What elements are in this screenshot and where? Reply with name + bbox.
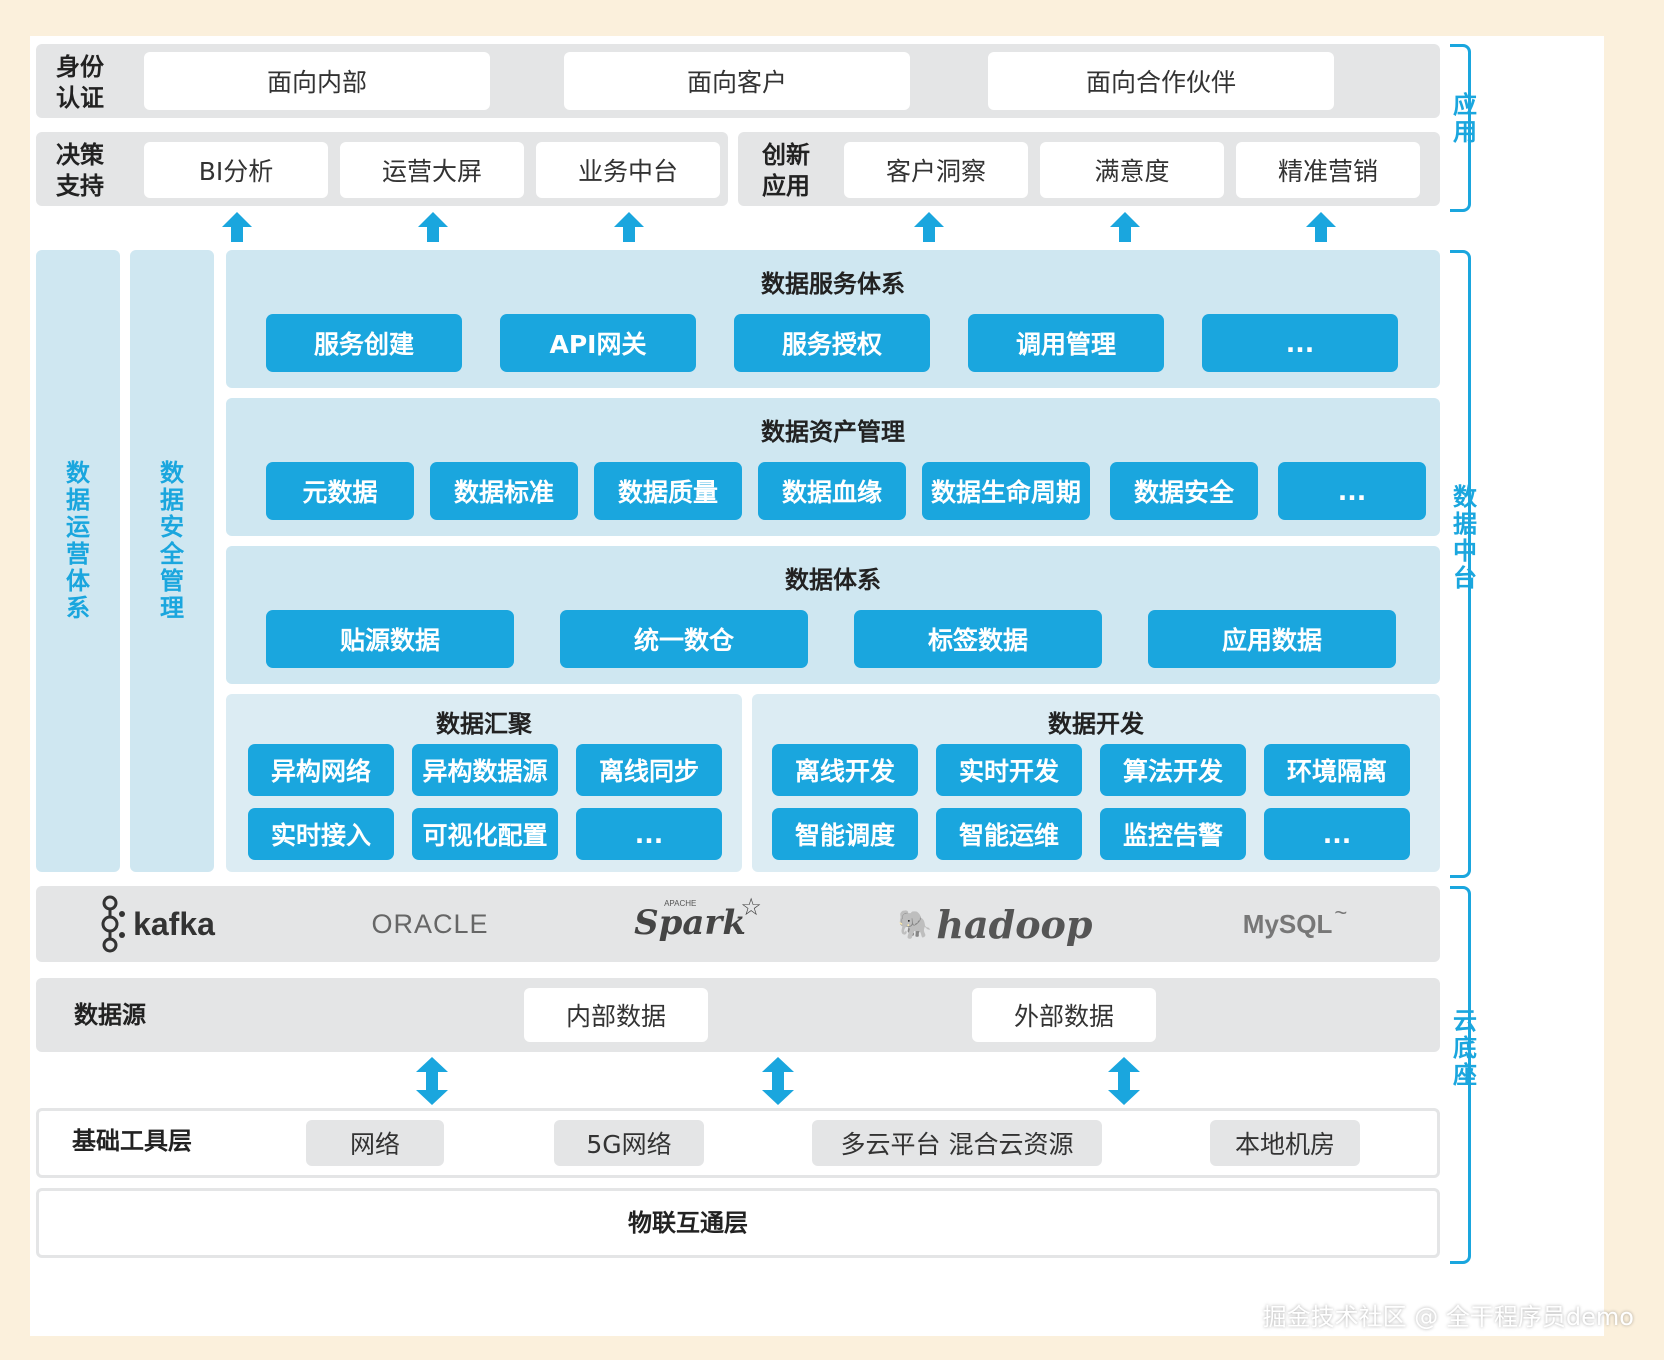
service-more: ... <box>1202 314 1398 372</box>
dev-more: ... <box>1264 808 1410 860</box>
identity-customer: 面向客户 <box>564 52 910 110</box>
decision-bi: BI分析 <box>144 142 328 198</box>
asset-lineage: 数据血缘 <box>758 462 906 520</box>
service-api-gateway: API网关 <box>500 314 696 372</box>
datasource-band <box>36 978 1440 1052</box>
side-label-cloud: 云底座 <box>1453 1007 1477 1089</box>
datasource-external: 外部数据 <box>972 988 1156 1042</box>
up-arrow-icon <box>1306 212 1336 242</box>
iot-label: 物联互通层 <box>628 1209 748 1237</box>
identity-label: 身份 认证 <box>56 53 104 112</box>
dev-realtime: 实时开发 <box>936 744 1082 796</box>
infra-local-room: 本地机房 <box>1210 1120 1360 1166</box>
innovation-label: 创新 应用 <box>762 141 810 200</box>
asset-security: 数据安全 <box>1110 462 1258 520</box>
agg-heterogeneous-network: 异构网络 <box>248 744 394 796</box>
agg-more: ... <box>576 808 722 860</box>
data-security-column <box>130 250 214 872</box>
agg-visual-config: 可视化配置 <box>412 808 558 860</box>
service-create: 服务创建 <box>266 314 462 372</box>
infra-network: 网络 <box>306 1120 444 1166</box>
data-security-label: 数据安全管理 <box>160 459 184 622</box>
decision-biz-platform: 业务中台 <box>536 142 720 198</box>
spark-logo: APACHE Spark ☆ <box>630 888 762 958</box>
system-tag-data: 标签数据 <box>854 610 1102 668</box>
oracle-logo: ORACLE <box>371 908 489 939</box>
service-call-mgmt: 调用管理 <box>968 314 1164 372</box>
watermark: 掘金技术社区 @ 全干程序员demo <box>1262 1303 1634 1331</box>
mysql-text: MySQL <box>1242 908 1333 939</box>
up-arrow-icon <box>614 212 644 242</box>
identity-internal: 面向内部 <box>144 52 490 110</box>
side-label-app: 应用 <box>1453 91 1477 146</box>
bidirectional-arrow-icon <box>762 1057 794 1105</box>
bidirectional-arrow-icon <box>416 1057 448 1105</box>
infra-5g: 5G网络 <box>554 1120 704 1166</box>
kafka-logo: kafka <box>80 892 230 956</box>
agg-realtime-ingest: 实时接入 <box>248 808 394 860</box>
spark-star-icon: ☆ <box>740 894 762 921</box>
datasource-label: 数据源 <box>74 1001 146 1029</box>
system-app-data: 应用数据 <box>1148 610 1396 668</box>
infra-multicloud: 多云平台 混合云资源 <box>812 1120 1102 1166</box>
spark-small-text: APACHE <box>664 899 697 908</box>
infra-band <box>36 1108 1440 1178</box>
aggregation-title: 数据汇聚 <box>436 710 532 738</box>
system-source-data: 贴源数据 <box>266 610 514 668</box>
side-label-data-platform: 数据中台 <box>1453 483 1477 592</box>
bracket-cloud <box>1450 886 1471 1264</box>
service-auth: 服务授权 <box>734 314 930 372</box>
innovation-marketing: 精准营销 <box>1236 142 1420 198</box>
up-arrow-icon <box>914 212 944 242</box>
asset-more: ... <box>1278 462 1426 520</box>
tech-logo-band <box>36 886 1440 962</box>
system-title: 数据体系 <box>785 566 881 594</box>
data-ops-column <box>36 250 120 872</box>
hadoop-elephant-icon: 🐘 <box>897 908 933 940</box>
identity-partner: 面向合作伙伴 <box>988 52 1334 110</box>
hadoop-text: hadoop <box>936 901 1093 947</box>
asset-title: 数据资产管理 <box>761 418 905 446</box>
infra-label: 基础工具层 <box>72 1127 192 1155</box>
bracket-data-platform <box>1450 250 1471 878</box>
dev-smart-schedule: 智能调度 <box>772 808 918 860</box>
kafka-icon <box>101 895 126 953</box>
asset-metadata: 元数据 <box>266 462 414 520</box>
agg-heterogeneous-source: 异构数据源 <box>412 744 558 796</box>
kafka-text: kafka <box>133 905 215 942</box>
up-arrow-icon <box>222 212 252 242</box>
agg-offline-sync: 离线同步 <box>576 744 722 796</box>
asset-lifecycle: 数据生命周期 <box>922 462 1090 520</box>
asset-standard: 数据标准 <box>430 462 578 520</box>
dolphin-icon: ~ <box>1334 900 1348 925</box>
architecture-canvas: 身份 认证 面向内部 面向客户 面向合作伙伴 决策 支持 BI分析 运营大屏 业… <box>30 36 1604 1336</box>
system-warehouse: 统一数仓 <box>560 610 808 668</box>
decision-label: 决策 支持 <box>56 141 104 200</box>
mysql-logo: MySQL ~ <box>1230 892 1360 956</box>
dev-env-isolation: 环境隔离 <box>1264 744 1410 796</box>
development-title: 数据开发 <box>1048 710 1144 738</box>
bidirectional-arrow-icon <box>1108 1057 1140 1105</box>
decision-ops-screen: 运营大屏 <box>340 142 524 198</box>
hadoop-logo: 🐘 hadoop <box>890 892 1100 956</box>
up-arrow-icon <box>1110 212 1140 242</box>
data-ops-label: 数据运营体系 <box>66 459 90 622</box>
iot-band <box>36 1188 1440 1258</box>
dev-monitor-alert: 监控告警 <box>1100 808 1246 860</box>
dev-smart-ops: 智能运维 <box>936 808 1082 860</box>
dev-offline: 离线开发 <box>772 744 918 796</box>
innovation-insight: 客户洞察 <box>844 142 1028 198</box>
dev-algorithm: 算法开发 <box>1100 744 1246 796</box>
datasource-internal: 内部数据 <box>524 988 708 1042</box>
innovation-satisfaction: 满意度 <box>1040 142 1224 198</box>
bracket-app <box>1450 44 1471 212</box>
spark-text: Spark <box>634 903 746 943</box>
service-title: 数据服务体系 <box>761 270 905 298</box>
asset-quality: 数据质量 <box>594 462 742 520</box>
up-arrow-icon <box>418 212 448 242</box>
